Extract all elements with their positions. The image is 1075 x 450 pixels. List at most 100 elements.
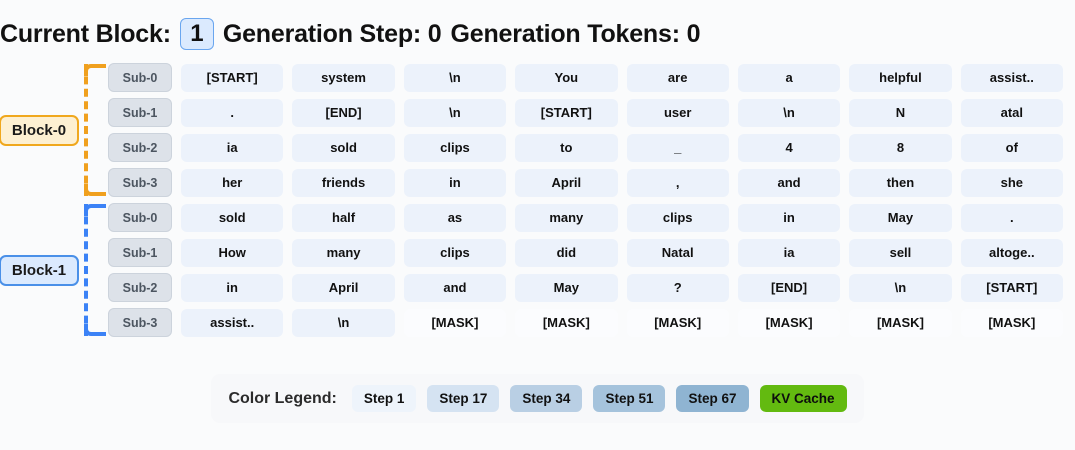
token-cell[interactable]: April: [292, 273, 395, 302]
sub-step-label-3[interactable]: Sub-3: [108, 308, 172, 337]
token-cell[interactable]: [MASK]: [515, 308, 618, 337]
token-cell[interactable]: [START]: [181, 63, 284, 92]
token-cell[interactable]: then: [849, 168, 952, 197]
token-cell[interactable]: many: [292, 238, 395, 267]
token-cell[interactable]: in: [181, 273, 284, 302]
token-cell[interactable]: sold: [181, 203, 284, 232]
legend-chip-3[interactable]: Step 51: [593, 385, 666, 412]
bracket-corner-top-icon: [84, 204, 106, 216]
token-cell[interactable]: clips: [403, 238, 507, 267]
token-cell[interactable]: 4: [737, 133, 841, 162]
token-cell[interactable]: as: [403, 203, 507, 232]
token-cell[interactable]: a: [737, 63, 841, 92]
token-cell[interactable]: 8: [849, 133, 952, 162]
token-cell[interactable]: sold: [292, 133, 395, 162]
token-cell[interactable]: clips: [626, 203, 729, 232]
legend-chip-4[interactable]: Step 67: [676, 385, 749, 412]
block-bracket-0: [84, 64, 110, 196]
token-cell[interactable]: ia: [737, 238, 841, 267]
token-cell[interactable]: user: [626, 98, 729, 127]
token-cell[interactable]: her: [181, 168, 284, 197]
table-row: Sub-2 in April and May? [END] \n [START]: [108, 270, 1075, 305]
sub-step-label-2[interactable]: Sub-2: [108, 273, 172, 302]
block-label-column: Block-1: [0, 200, 80, 340]
token-cell[interactable]: \n: [403, 98, 507, 127]
token-cell[interactable]: and: [737, 168, 841, 197]
token-cell[interactable]: [START]: [515, 98, 618, 127]
token-cell[interactable]: [MASK]: [403, 308, 507, 337]
token-cell[interactable]: many: [515, 203, 618, 232]
token-cell[interactable]: Natal: [626, 238, 729, 267]
token-cell[interactable]: to: [515, 133, 618, 162]
token-cell[interactable]: in: [737, 203, 841, 232]
token-cell[interactable]: helpful: [849, 63, 952, 92]
sub-step-label-1[interactable]: Sub-1: [108, 238, 172, 267]
token-cell[interactable]: [MASK]: [737, 308, 841, 337]
token-cell[interactable]: clips: [403, 133, 507, 162]
token-cell[interactable]: May: [849, 203, 952, 232]
sub-step-label-1[interactable]: Sub-1: [108, 98, 172, 127]
token-cell[interactable]: [END]: [737, 273, 841, 302]
token-cell[interactable]: friends: [292, 168, 395, 197]
sub-step-label-3[interactable]: Sub-3: [108, 168, 172, 197]
token-cell[interactable]: [MASK]: [626, 308, 729, 337]
legend-chip-0[interactable]: Step 1: [351, 385, 417, 412]
token-cell[interactable]: [MASK]: [960, 308, 1063, 337]
token-cell[interactable]: \n: [292, 308, 395, 337]
token-cell[interactable]: \n: [403, 63, 507, 92]
sub-step-label-2[interactable]: Sub-2: [108, 133, 172, 162]
token-cell[interactable]: N: [849, 98, 952, 127]
token-cell[interactable]: \n: [737, 98, 841, 127]
token-cell[interactable]: .: [960, 203, 1063, 232]
token-cell[interactable]: You: [515, 63, 618, 92]
token-cell[interactable]: are: [626, 63, 729, 92]
generation-step-label: Generation Step: 0: [222, 19, 442, 48]
token-cell[interactable]: _: [626, 133, 729, 162]
token-cell[interactable]: [START]: [960, 273, 1063, 302]
token-cell[interactable]: she: [960, 168, 1063, 197]
token-cell[interactable]: half: [292, 203, 395, 232]
bracket-corner-bottom-icon: [84, 324, 106, 336]
token-cell[interactable]: ia: [181, 133, 284, 162]
current-block-badge: 1: [179, 18, 214, 50]
token-cell[interactable]: April: [515, 168, 618, 197]
token-cell[interactable]: of: [960, 133, 1063, 162]
legend-chip-5[interactable]: KV Cache: [759, 385, 847, 412]
token-cell[interactable]: assist..: [960, 63, 1063, 92]
token-cell[interactable]: May: [515, 273, 618, 302]
token-cell[interactable]: \n: [849, 273, 952, 302]
sub-step-label-0[interactable]: Sub-0: [108, 63, 172, 92]
token-cell[interactable]: and: [403, 273, 507, 302]
block-label-1[interactable]: Block-1: [0, 254, 80, 286]
table-row: Sub-3 assist.. \n [MASK] [MASK] [MASK] [MASK] […: [108, 305, 1075, 340]
token-cell[interactable]: system: [292, 63, 395, 92]
token-cell[interactable]: .: [181, 98, 284, 127]
token-cell[interactable]: sell: [849, 238, 952, 267]
token-cell[interactable]: ,: [626, 168, 729, 197]
token-cell[interactable]: atal: [960, 98, 1063, 127]
token-cell[interactable]: in: [403, 168, 507, 197]
token-cell[interactable]: assist..: [181, 308, 284, 337]
status-header: Current Block: 1 Generation Step: 0 Gene…: [0, 16, 1075, 52]
sub-step-label-0[interactable]: Sub-0: [108, 203, 172, 232]
token-cell[interactable]: did: [515, 238, 618, 267]
bracket-corner-bottom-icon: [84, 184, 106, 196]
token-cell[interactable]: altoge..: [960, 238, 1063, 267]
block-label-0[interactable]: Block-0: [0, 114, 80, 146]
token-cell[interactable]: [END]: [292, 98, 395, 127]
token-cell[interactable]: [MASK]: [849, 308, 952, 337]
legend-chip-2[interactable]: Step 34: [510, 385, 583, 412]
token-cell[interactable]: How: [181, 238, 284, 267]
legend-chip-1[interactable]: Step 17: [427, 385, 500, 412]
token-cell[interactable]: ?: [626, 273, 729, 302]
